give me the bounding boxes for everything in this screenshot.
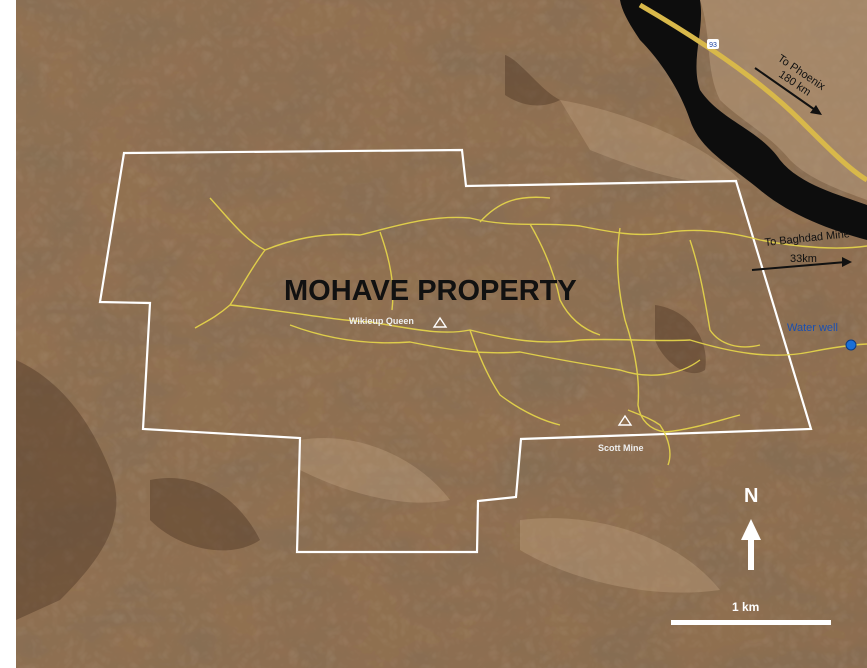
baghdad-distance-label: 33km — [790, 253, 817, 265]
to-phoenix-arrow — [754, 67, 822, 115]
access-roads — [194, 196, 867, 466]
highway-shield-icon: 93 — [707, 39, 719, 49]
wikieup-queen-triangle-marker-icon — [432, 316, 448, 328]
to-baghdad-arrow — [751, 257, 852, 271]
water-well-dot-icon — [845, 339, 857, 351]
terrain-texture — [16, 0, 867, 668]
wikieup-queen-label: Wikieup Queen — [349, 316, 414, 326]
scale-bar-label: 1 km — [732, 600, 759, 614]
water-well-label: Water well — [787, 322, 838, 334]
property-boundary — [98, 148, 813, 554]
highway-93 — [638, 2, 867, 183]
map-title: MOHAVE PROPERTY — [284, 275, 577, 307]
river-sand — [700, 0, 867, 200]
scott-mine-label: Scott Mine — [598, 443, 644, 453]
svg-text:93: 93 — [709, 42, 717, 49]
river-wash — [620, 0, 867, 240]
north-arrow-icon — [741, 519, 761, 570]
dark-ridges — [16, 55, 706, 620]
north-arrow-label: N — [744, 485, 758, 507]
scale-bar — [671, 620, 831, 625]
light-patches — [300, 100, 740, 593]
scott-mine-triangle-marker-icon — [617, 414, 633, 426]
